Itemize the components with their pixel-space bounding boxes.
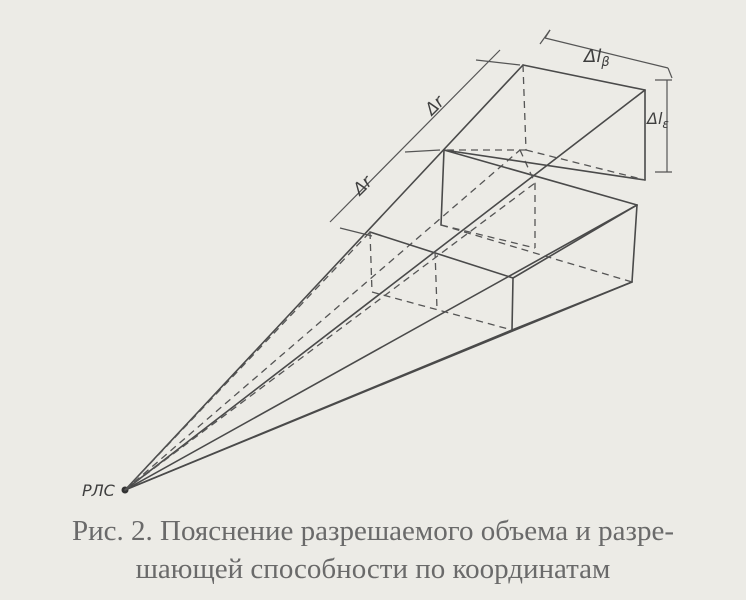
caption-line-2: шающей способности по координатам [135, 553, 611, 585]
figure-caption: Рис. 2. Пояснение разрешаемого объема и … [0, 512, 746, 588]
delta-l-eps-label: Δlε [645, 109, 669, 131]
elevation-dimension [655, 79, 672, 173]
hidden-rays [124, 149, 536, 491]
delta-l-beta-label: Δlβ [582, 46, 610, 70]
front-resolution-cell [369, 149, 638, 331]
range-dimension [329, 29, 551, 237]
beam-rays [124, 64, 646, 491]
middle-resolution-cell [440, 149, 633, 283]
delta-r-label-2: Δr [420, 92, 449, 121]
resolution-volume-diagram: РЛС [82, 29, 673, 500]
azimuth-dimension [544, 29, 673, 79]
far-resolution-cell [443, 64, 646, 181]
caption-line-1: Рис. 2. Пояснение разрешаемого объема и … [71, 515, 675, 547]
radar-source-label: РЛС [82, 481, 116, 500]
delta-r-label-1: Δr [348, 172, 377, 201]
